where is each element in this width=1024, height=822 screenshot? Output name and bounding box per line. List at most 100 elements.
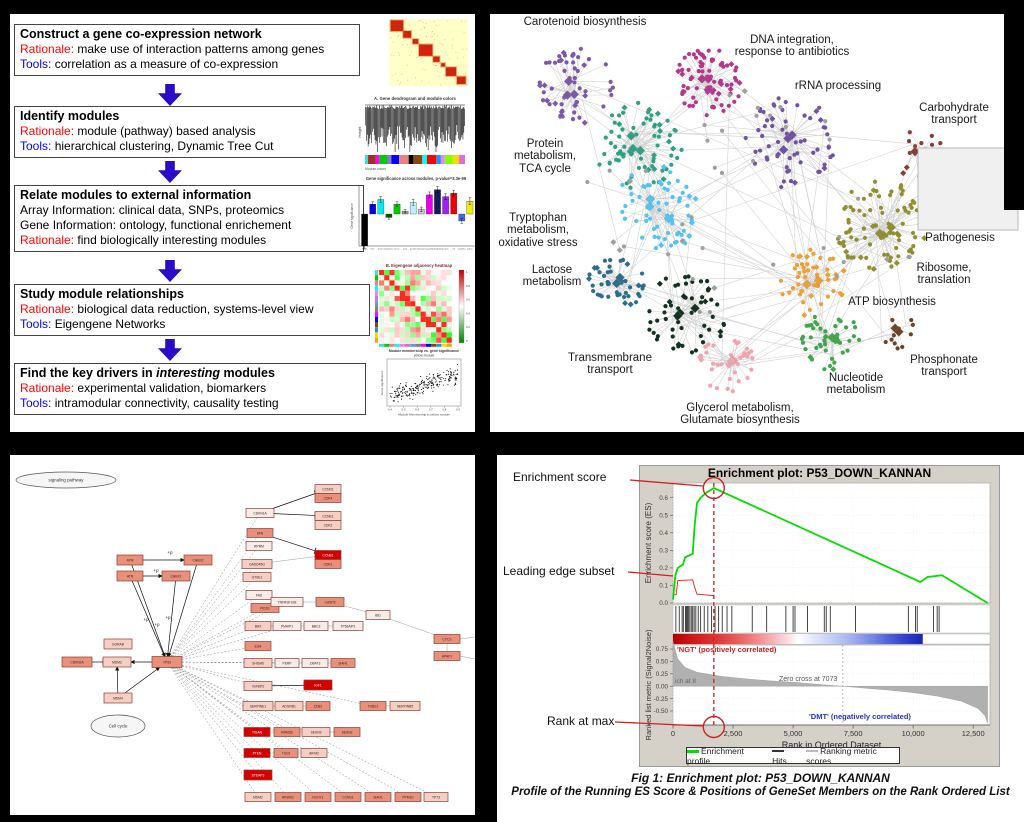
gsea-title: Enrichment plot: P53_DOWN_KANNAN xyxy=(707,466,932,480)
hits-line-icon xyxy=(772,750,785,753)
gene-node-label: CHEK1 xyxy=(171,574,182,578)
network-node xyxy=(704,350,709,355)
network-node xyxy=(754,113,759,118)
network-node xyxy=(620,127,625,132)
network-node xyxy=(799,336,805,341)
network-node xyxy=(880,210,885,215)
phospho-label: +p xyxy=(153,568,159,573)
network-node-diamond xyxy=(775,151,782,158)
gene-node xyxy=(242,701,274,711)
network-node xyxy=(693,55,699,60)
gene-node-label: CD82 xyxy=(314,704,323,708)
gene-node-label: THBS1 xyxy=(368,704,379,708)
network-node xyxy=(825,132,830,137)
network-node xyxy=(603,62,608,67)
network-node xyxy=(796,282,801,287)
gene-node-label: CDK4 xyxy=(324,496,333,500)
network-node-diamond xyxy=(807,354,814,361)
network-node xyxy=(862,235,868,241)
gene-node-label: FAS xyxy=(256,593,263,597)
network-hub-diamond xyxy=(787,130,797,140)
network-node xyxy=(907,254,912,260)
gene-node-label: CHEK2 xyxy=(193,558,204,562)
network-node xyxy=(832,360,837,365)
network-node xyxy=(574,99,580,105)
network-node xyxy=(814,272,820,277)
network-node xyxy=(684,184,689,189)
gene-node xyxy=(243,727,271,737)
gene-node xyxy=(250,603,280,613)
network-node xyxy=(609,129,614,134)
network-hub-diamond xyxy=(802,279,812,290)
phospho-label: +p xyxy=(154,622,160,627)
network-node xyxy=(889,264,894,269)
network-node xyxy=(660,168,665,173)
metric-tick: -0.25 xyxy=(654,696,669,703)
network-node xyxy=(821,245,826,251)
network-node xyxy=(571,60,576,65)
network-node-diamond xyxy=(665,138,672,145)
gene-node-label: CDKN2A xyxy=(70,660,84,664)
network-node xyxy=(676,320,681,325)
gene-node xyxy=(244,641,272,651)
network-node xyxy=(828,154,833,160)
network-node xyxy=(783,119,788,124)
network-node xyxy=(851,207,856,213)
network-node xyxy=(690,276,695,282)
network-node xyxy=(900,221,905,226)
gene-node-label: IGFBP3 xyxy=(252,684,264,688)
fan-edge xyxy=(181,661,245,664)
network-node-diamond xyxy=(702,298,709,305)
network-node xyxy=(888,255,893,260)
network-hub-diamond xyxy=(635,145,646,156)
network-node xyxy=(698,279,704,284)
network-node xyxy=(761,109,766,115)
gene-node xyxy=(304,792,332,802)
gene-node xyxy=(183,554,213,566)
network-node xyxy=(900,344,905,350)
annotation-enrichment-score: Enrichment score xyxy=(513,470,607,484)
profile-line-icon xyxy=(687,749,699,753)
network-node xyxy=(552,60,558,65)
network-node xyxy=(620,257,626,262)
network-node xyxy=(827,257,833,262)
network-node xyxy=(605,281,610,287)
network-cluster-label: Protein metabolism, TCA cycle xyxy=(514,138,576,175)
network-node xyxy=(734,65,739,70)
network-node xyxy=(895,208,900,213)
network-node xyxy=(644,116,649,121)
network-node-diamond xyxy=(801,312,808,319)
network-node-diamond xyxy=(645,166,652,173)
gene-node-label: ZMAT3 xyxy=(310,661,321,665)
network-cluster-label: Pathogenesis xyxy=(925,232,995,244)
down-arrow-icon xyxy=(158,84,182,106)
gene-node xyxy=(315,597,345,607)
network-node xyxy=(792,266,797,271)
gene-node xyxy=(364,792,392,802)
network-node-diamond xyxy=(686,193,693,200)
network-node xyxy=(708,383,713,388)
network-node xyxy=(583,89,588,94)
network-node xyxy=(787,156,792,161)
fan-edge xyxy=(177,606,279,657)
network-node xyxy=(680,343,685,348)
network-node xyxy=(700,245,705,251)
network-node xyxy=(560,114,565,119)
network-node xyxy=(771,262,776,267)
gene-node xyxy=(314,520,342,530)
network-node xyxy=(849,189,854,194)
network-node xyxy=(790,285,796,291)
arrow-edge xyxy=(115,666,120,694)
scatter-x-tick: 0.6 xyxy=(415,408,419,412)
network-node xyxy=(613,144,618,149)
network-node xyxy=(597,162,602,167)
network-node xyxy=(651,180,656,185)
bar-category: green xyxy=(394,248,400,251)
network-node xyxy=(732,370,737,375)
network-node xyxy=(698,300,704,305)
network-cluster-label: Transmembrane transport xyxy=(568,352,652,377)
network-node xyxy=(852,325,858,330)
gene-node xyxy=(274,701,304,711)
